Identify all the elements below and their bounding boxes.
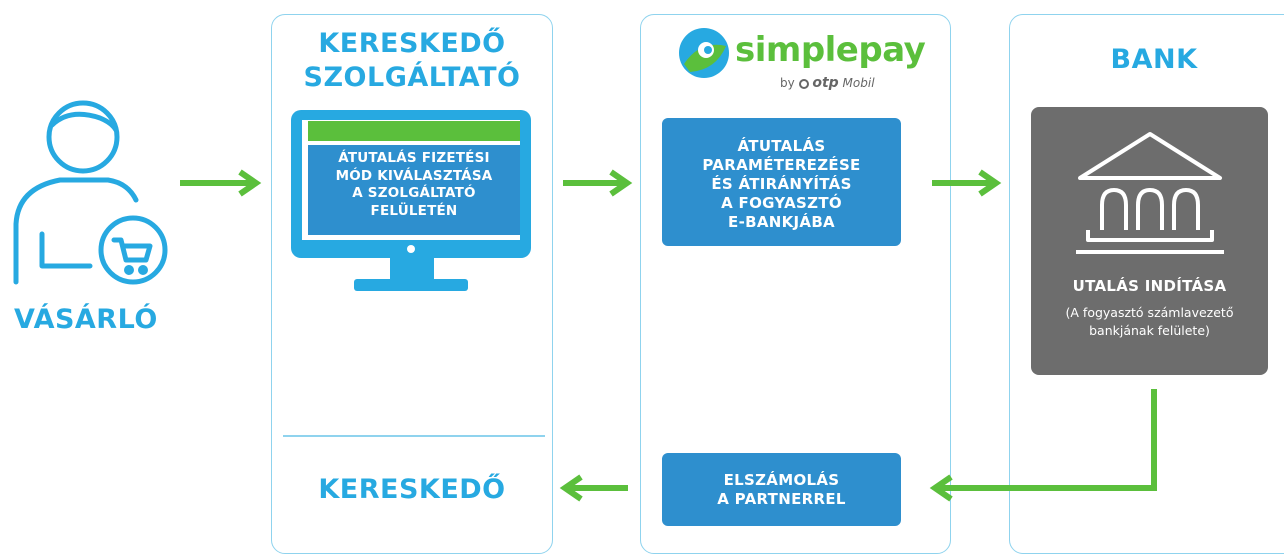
step-box-parameterize: ÁTUTALÁS PARAMÉTEREZÉSE ÉS ÁTIRÁNYÍTÁS A… (662, 118, 901, 246)
step-box-line: ÁTUTALÁS (737, 136, 826, 155)
screen-text-line: FELÜLETÉN (370, 202, 458, 219)
bank-box-title: UTALÁS INDÍTÁSA (1072, 277, 1227, 295)
merchant-title-line1: KERESKEDŐ (318, 28, 506, 59)
merchant-screen-text: ÁTUTALÁS FIZETÉSI MÓD KIVÁLASZTÁSA A SZO… (308, 150, 520, 220)
arrow-right-icon (180, 169, 262, 197)
step-box-line: ÉS ÁTIRÁNYÍTÁS (711, 174, 852, 193)
bank-box-subtitle: (A fogyasztó számlavezető bankjának felü… (1031, 304, 1268, 340)
arrow-right-icon (563, 169, 633, 197)
screen-text-line: ÁTUTALÁS FIZETÉSI (338, 150, 490, 166)
merchant-title-line2: SZOLGÁLTATÓ (303, 62, 521, 93)
logo-by: by (780, 76, 795, 90)
otp-icon (798, 79, 809, 89)
bank-sub-line: (A fogyasztó számlavezető (1065, 305, 1234, 320)
step-box-line: E-BANKJÁBA (728, 212, 835, 231)
merchant-bottom-label: KERESKEDŐ (318, 474, 506, 505)
arrow-return-icon (929, 389, 1157, 502)
bank-sub-line: bankjának felülete) (1089, 323, 1210, 338)
merchant-divider (283, 435, 545, 437)
screen-text-line: MÓD KIVÁLASZTÁSA (335, 167, 493, 184)
simplepay-logo-byline: by otp Mobil (780, 75, 875, 91)
arrow-right-icon (932, 169, 1002, 197)
settlement-box: ELSZÁMOLÁS A PARTNERREL (662, 453, 901, 526)
step-box-line: A FOGYASZTÓ (721, 193, 842, 212)
bank-title: BANK (1110, 44, 1198, 75)
customer-label: VÁSÁRLÓ (14, 304, 158, 335)
arrow-left-icon (559, 474, 628, 502)
screen-text-line: A SZOLGÁLTATÓ (352, 185, 476, 201)
logo-mobil: Mobil (842, 76, 875, 90)
simplepay-logo-word: simplepay (735, 30, 926, 70)
settlement-line: A PARTNERREL (717, 489, 846, 508)
settlement-line: ELSZÁMOLÁS (723, 470, 840, 489)
step-box-line: PARAMÉTEREZÉSE (702, 155, 861, 174)
logo-otp: otp (812, 75, 839, 91)
